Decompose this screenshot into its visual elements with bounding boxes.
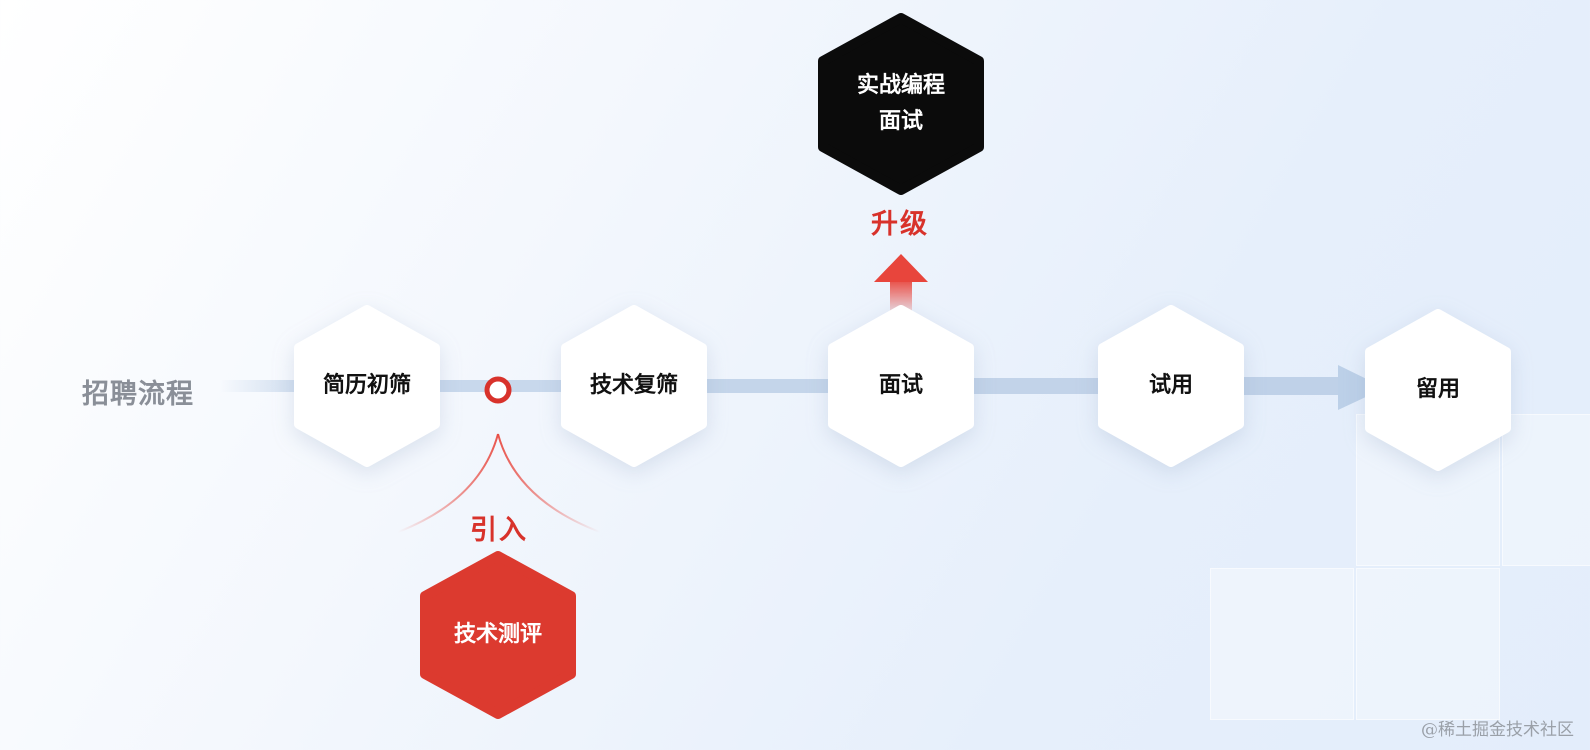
stage-label: 技术复筛 xyxy=(589,373,678,398)
upgrade-arrow-head xyxy=(874,254,928,282)
watermark: @稀土掘金技术社区 xyxy=(1421,720,1574,740)
upgrade-label: 升级 xyxy=(871,209,929,240)
introduce-label: 引入 xyxy=(470,515,528,546)
hexagon-shape xyxy=(818,13,984,195)
hexagon-shape xyxy=(828,305,974,467)
background-tile xyxy=(1502,414,1590,566)
hexagon-shape xyxy=(1098,305,1244,467)
hexagon-shape xyxy=(561,305,707,467)
flow-title: 招聘流程 xyxy=(82,379,194,410)
stage-retention[interactable]: 留用 xyxy=(1365,309,1511,471)
flow-line xyxy=(698,379,838,393)
hexagon-shape xyxy=(1365,309,1511,471)
flow-line-lead xyxy=(220,380,310,392)
upgrade-node-label: 实战编程 面试 xyxy=(823,18,979,190)
stage-resume-screening[interactable]: 简历初筛 xyxy=(294,305,440,467)
introduce-node-tech-assessment[interactable]: 技术测评 xyxy=(420,551,576,719)
stage-label: 试用 xyxy=(1148,373,1193,398)
stage-label: 简历初筛 xyxy=(322,373,411,398)
insertion-marker xyxy=(484,376,512,404)
upgrade-node-coding-interview[interactable]: 实战编程 面试 xyxy=(818,13,984,195)
upgrade-node-line1: 实战编程 xyxy=(856,73,945,98)
stage-interview[interactable]: 面试 xyxy=(828,305,974,467)
flow-line xyxy=(965,378,1107,394)
background-tile xyxy=(1210,568,1354,720)
stage-trial[interactable]: 试用 xyxy=(1098,305,1244,467)
introduce-arc-right xyxy=(497,433,601,533)
stage-label: 面试 xyxy=(878,373,923,398)
background-tile xyxy=(1356,568,1500,720)
upgrade-node-line2: 面试 xyxy=(878,109,923,134)
flow-line xyxy=(1234,377,1344,395)
introduce-arc-left xyxy=(397,433,499,533)
hexagon-shape xyxy=(294,305,440,467)
hexagon-shape xyxy=(420,551,576,719)
introduce-node-label: 技术测评 xyxy=(453,622,542,647)
flow-arrow-head xyxy=(1338,365,1385,410)
stage-tech-review[interactable]: 技术复筛 xyxy=(561,305,707,467)
stage-label: 留用 xyxy=(1415,377,1460,402)
